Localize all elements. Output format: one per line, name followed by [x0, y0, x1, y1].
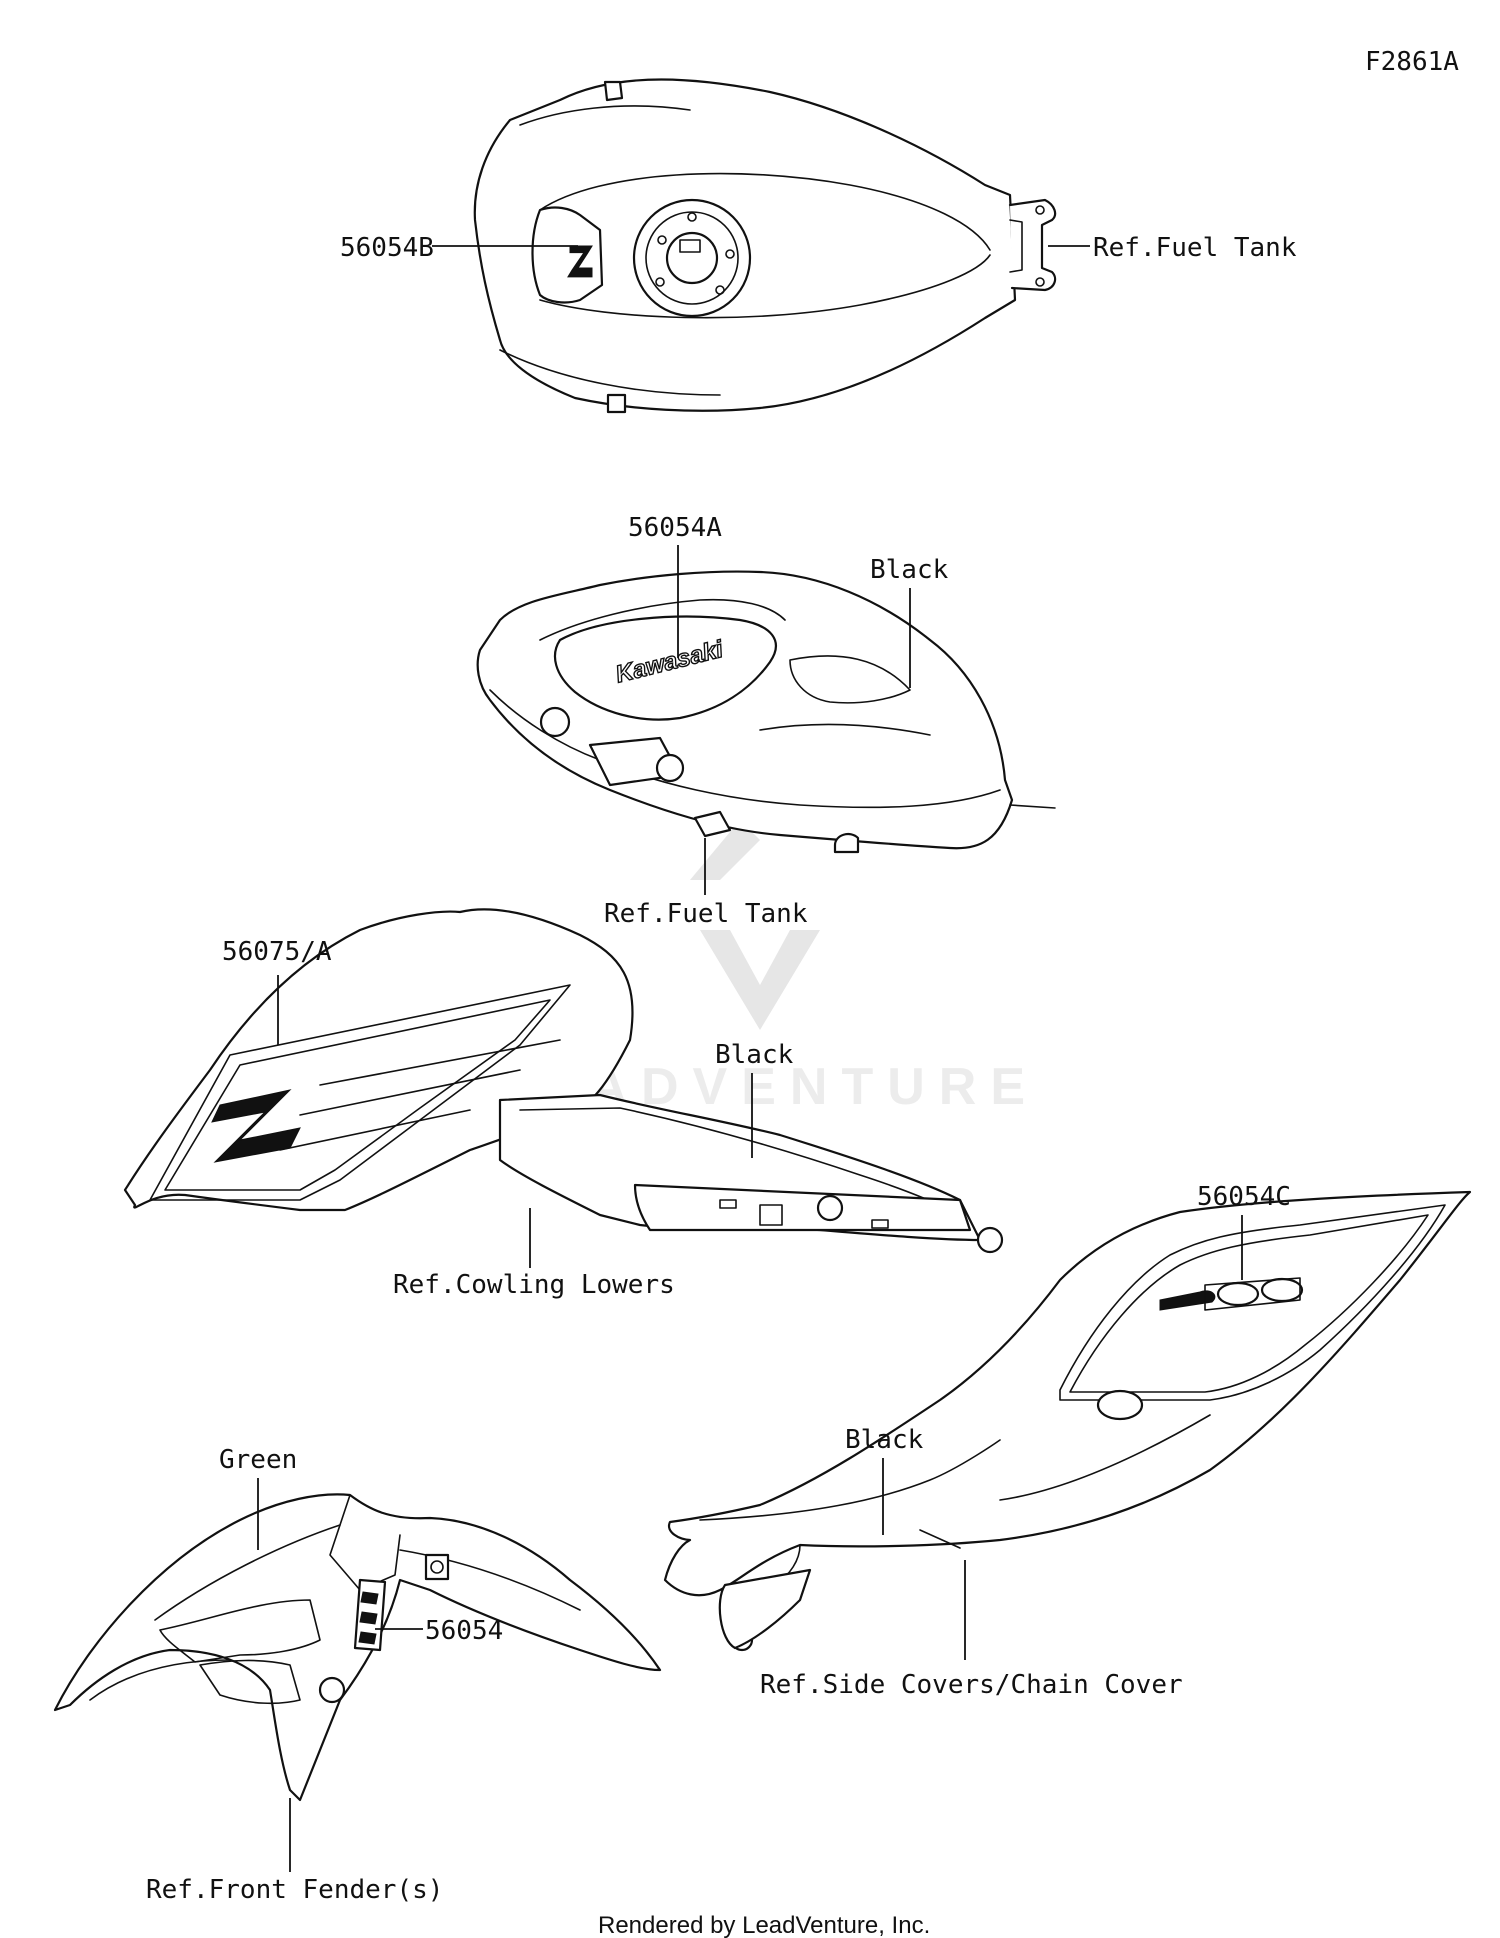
callout-ref-side-covers: Ref.Side Covers/Chain Cover: [760, 1670, 1183, 1700]
rendered-by-footer: Rendered by LeadVenture, Inc.: [598, 1912, 930, 1938]
callout-ref-fuel-tank-1: Ref.Fuel Tank: [1093, 233, 1297, 263]
fuel-tank-top-view: [473, 78, 1057, 414]
callout-ref-fuel-tank-2: Ref.Fuel Tank: [604, 899, 808, 929]
callout-ref-front-fender: Ref.Front Fender(s): [146, 1875, 443, 1905]
callout-green: Green: [219, 1445, 297, 1475]
callout-56054: 56054: [425, 1616, 503, 1646]
callout-56054C: 56054C: [1197, 1182, 1291, 1212]
callout-black-1: Black: [870, 555, 949, 585]
callout-56054A: 56054A: [628, 513, 722, 543]
diagram-code: F2861A: [1365, 47, 1459, 77]
fuel-tank-side-view: Kawasaki: [476, 570, 1056, 854]
callout-ref-cowling-lowers: Ref.Cowling Lowers: [393, 1270, 675, 1300]
callout-56075A: 56075/A: [222, 937, 332, 967]
front-fender: [53, 1493, 662, 1802]
side-cover: [663, 1190, 1472, 1652]
cowling-lower: [123, 908, 1004, 1254]
callout-black-3: Black: [845, 1425, 924, 1455]
callout-56054B: 56054B: [340, 233, 434, 263]
callout-black-2: Black: [715, 1040, 794, 1070]
